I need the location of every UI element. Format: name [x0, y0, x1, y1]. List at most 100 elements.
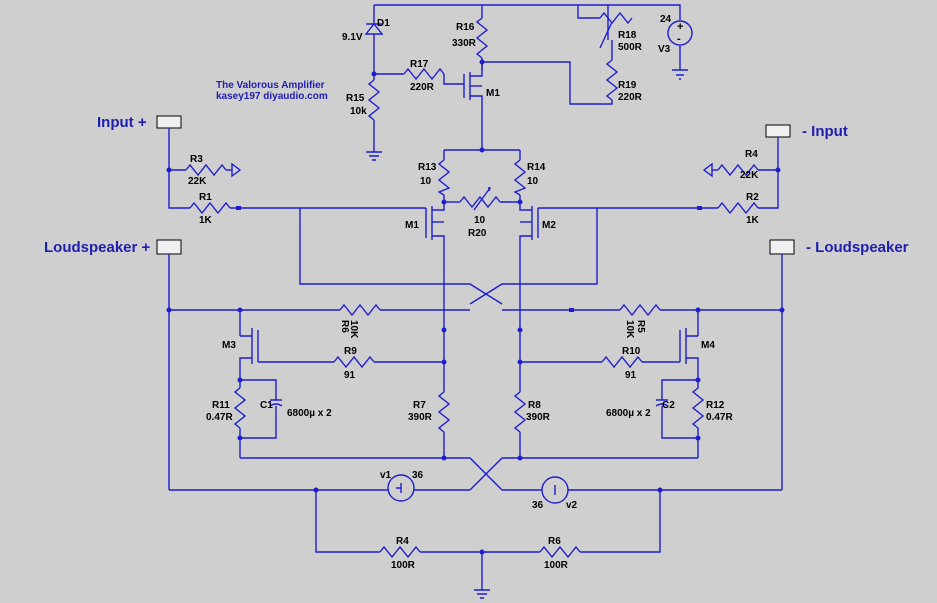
r4-label: R4 [745, 149, 758, 160]
r12-label: R12 [706, 400, 725, 411]
r6-feedback-resistor [339, 303, 381, 317]
r1-value: 1K [199, 215, 213, 226]
r15-value: 10k [350, 106, 367, 117]
r19-label: R19 [618, 80, 637, 91]
r20-pot [459, 195, 501, 209]
r8-value: 390R [526, 412, 551, 423]
r1-resistor [189, 201, 231, 215]
r5-value: 10K [624, 320, 635, 339]
top-section: + - [364, 4, 693, 161]
m1-label: M1 [405, 220, 419, 231]
output-right [469, 239, 795, 491]
r12-value: 0.47R [706, 412, 733, 423]
r18-label: R18 [618, 30, 637, 41]
input-stage [156, 115, 791, 330]
title-line2: kasey197 diyaudio.com [216, 91, 328, 102]
loudspeaker-minus-label: - Loudspeaker [806, 239, 909, 256]
c1-value: 6800µ x 2 [287, 408, 332, 419]
c2-label: C2 [662, 400, 675, 411]
m1-top-mosfet [463, 72, 471, 100]
r14-label: R14 [527, 162, 546, 173]
m4-label: M4 [701, 340, 715, 351]
svg-text:-: - [677, 33, 681, 45]
output-left [156, 239, 503, 491]
r2-value: 1K [746, 215, 760, 226]
r4-resistor [717, 163, 759, 177]
m4-mosfet [679, 328, 687, 364]
r7-value: 390R [408, 412, 433, 423]
r18-pot [599, 11, 633, 25]
r11-resistor [233, 387, 247, 429]
r3-label: R3 [190, 154, 203, 165]
r16-label: R16 [456, 22, 475, 33]
svg-text:+: + [677, 21, 683, 33]
d1-label: D1 [377, 18, 390, 29]
r6-feedback-value: 10K [348, 320, 359, 339]
r2-label: R2 [746, 192, 759, 203]
r1-label: R1 [199, 192, 212, 203]
r14-value: 10 [527, 176, 539, 187]
r4-bottom-value: 100R [391, 560, 416, 571]
v1-value: 36 [412, 470, 424, 481]
m3-label: M3 [222, 340, 236, 351]
r17-value: 220R [410, 82, 435, 93]
m2-label: M2 [542, 220, 556, 231]
r9-label: R9 [344, 346, 357, 357]
r7-label: R7 [413, 400, 426, 411]
r8-label: R8 [528, 400, 541, 411]
r6-feedback-label: R6 [339, 320, 350, 333]
input-minus-label: - Input [802, 123, 848, 140]
r4-value: 22K [740, 170, 759, 181]
title-line1: The Valorous Amplifier [216, 80, 325, 91]
r9-value: 91 [344, 370, 356, 381]
r3-value: 22K [188, 176, 207, 187]
v2-label: v2 [566, 500, 578, 511]
r4-bottom-label: R4 [396, 536, 409, 547]
r20-value: 10 [474, 215, 486, 226]
r15-resistor [367, 79, 381, 121]
v1-source [387, 474, 415, 502]
r8-resistor [513, 391, 527, 433]
v1-label: v1 [380, 470, 392, 481]
loudspeaker-minus-port[interactable] [769, 239, 795, 255]
m1-top-label: M1 [486, 88, 500, 99]
r13-value: 10 [420, 176, 432, 187]
v2-source [541, 476, 569, 504]
r6-bottom-value: 100R [544, 560, 569, 571]
r10-value: 91 [625, 370, 637, 381]
input-plus-label: Input + [97, 114, 147, 131]
r17-resistor [403, 67, 445, 81]
m1-mosfet [425, 206, 433, 240]
c1-label: C1 [260, 400, 273, 411]
supply-section [169, 474, 782, 599]
c2-value: 6800µ x 2 [606, 408, 651, 419]
d1-value: 9.1V [342, 32, 363, 43]
r10-label: R10 [622, 346, 641, 357]
r10-resistor [601, 355, 643, 369]
r16-resistor [475, 17, 489, 59]
loudspeaker-plus-label: Loudspeaker + [44, 239, 151, 256]
v2-value: 36 [532, 500, 544, 511]
r4-bottom-resistor [379, 545, 421, 559]
r19-value: 220R [618, 92, 643, 103]
r9-resistor [333, 355, 375, 369]
labels-layer: The Valorous Amplifier kasey197 diyaudio… [44, 14, 909, 571]
r5-feedback-resistor [619, 303, 661, 317]
m3-mosfet [251, 328, 259, 364]
v3-label: V3 [658, 44, 671, 55]
r13-label: R13 [418, 162, 437, 173]
r19-resistor [605, 59, 619, 101]
r11-label: R11 [212, 400, 230, 411]
m2-mosfet [531, 206, 539, 240]
input-minus-port[interactable] [765, 124, 791, 138]
r20-label: R20 [468, 228, 487, 239]
r12-resistor [691, 387, 705, 429]
r6-bottom-resistor [539, 545, 581, 559]
loudspeaker-plus-port[interactable] [156, 239, 182, 255]
v3-source [667, 20, 693, 46]
r16-value: 330R [452, 38, 477, 49]
r18-value: 500R [618, 42, 643, 53]
input-plus-port[interactable] [156, 115, 182, 129]
v3-value: 24 [660, 14, 672, 25]
